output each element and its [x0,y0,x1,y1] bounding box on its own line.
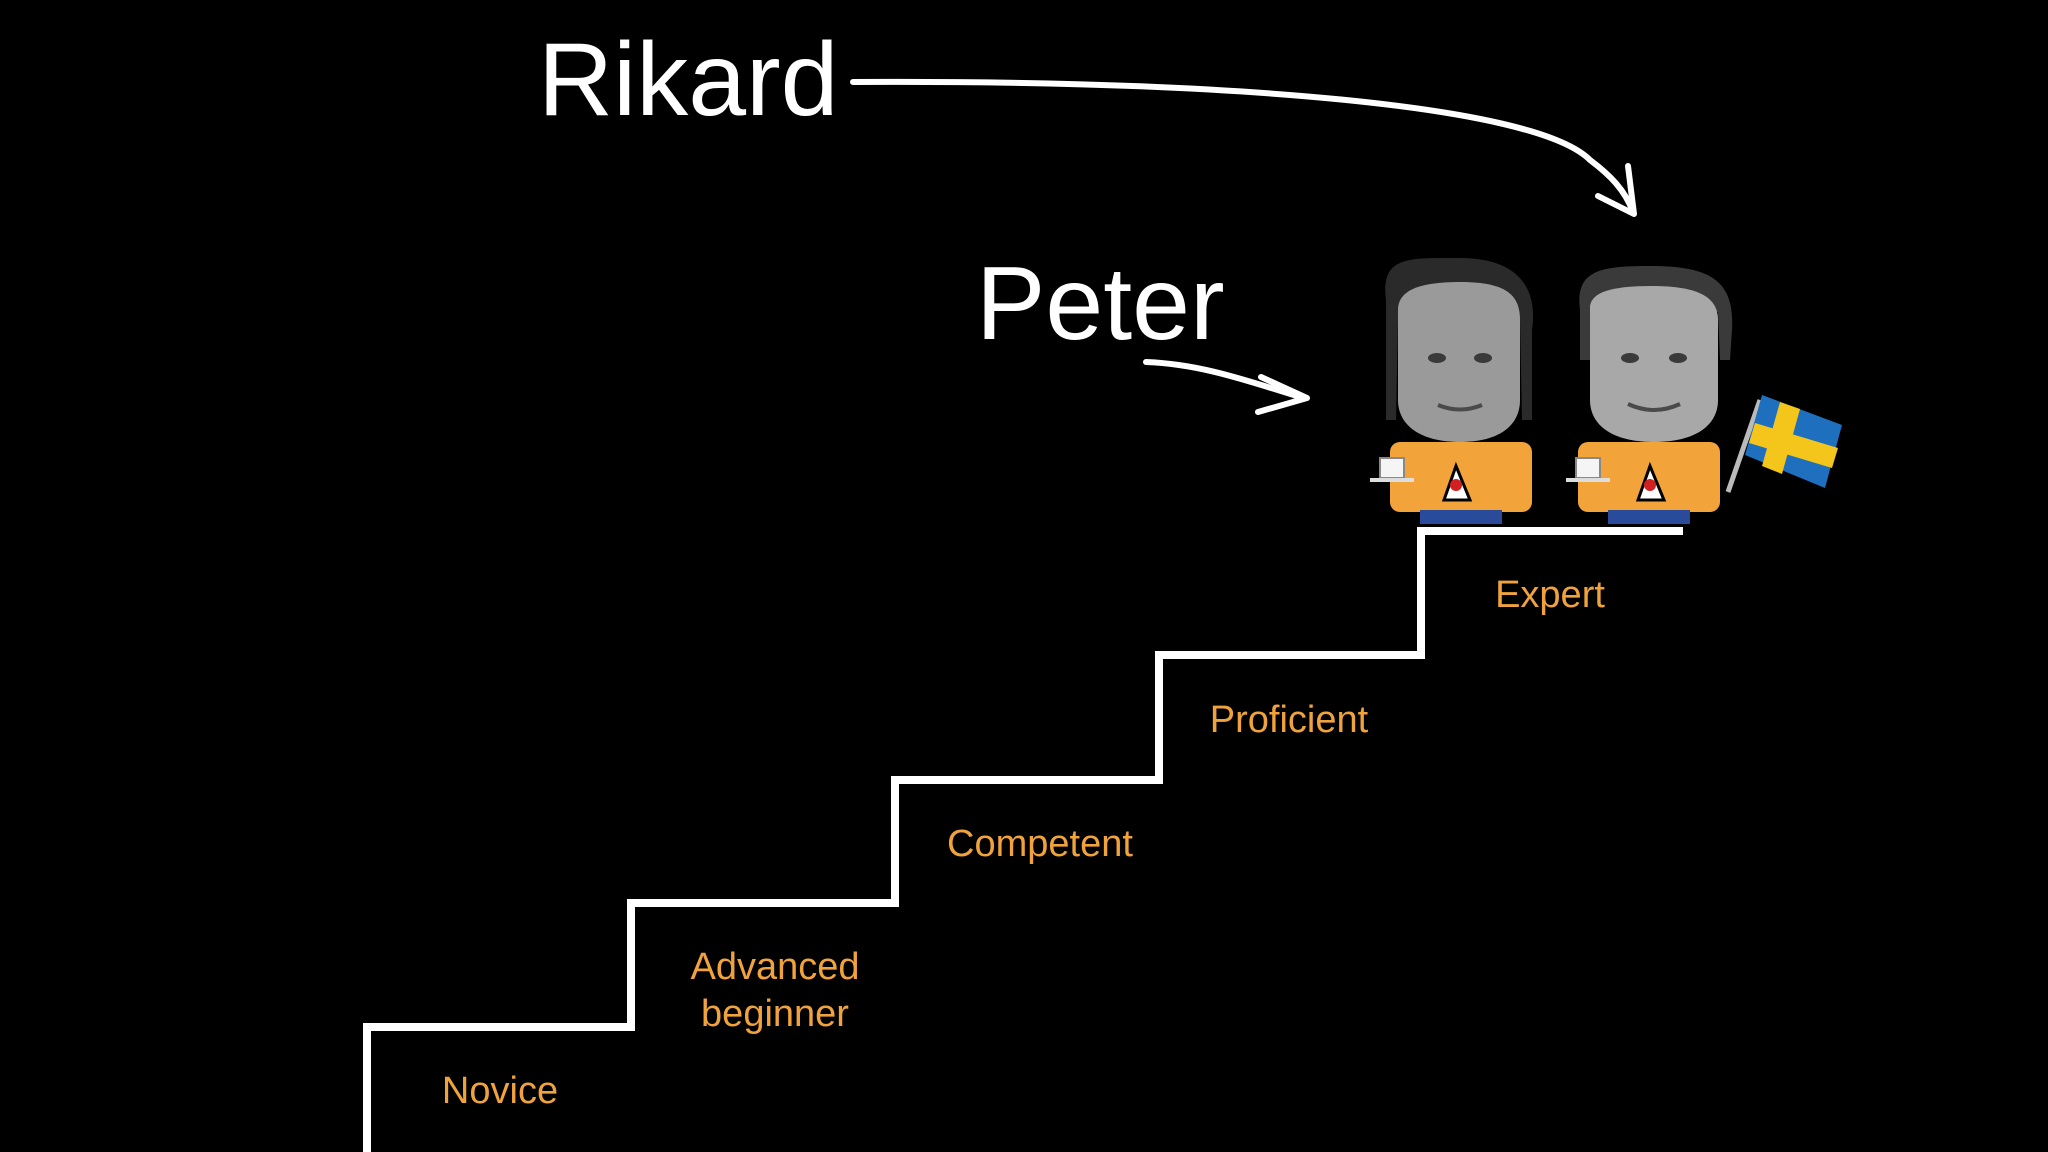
rikard-mouth [1627,402,1681,412]
rikard-eye-right [1669,353,1687,363]
peter-eye-right [1474,353,1492,363]
peter-mouth [1437,403,1483,412]
peter-label: Peter [976,246,1225,362]
step-label-proficient: Proficient [1209,699,1369,741]
swedish-flag-icon [1725,395,1842,493]
coffee-cup-icon [1566,457,1610,482]
rikard-arrow [850,78,1636,215]
rikard-label: Rikard [538,22,839,138]
peter-arrow [1143,359,1303,400]
java-duke-logo-icon [1441,461,1473,502]
peter-face [1398,282,1520,442]
rikard-figure [1566,266,1733,524]
peter-eye-left [1428,353,1446,363]
step-label-advanced-line1: Advanced [690,946,860,988]
java-duke-logo-icon [1635,461,1667,502]
peter-pants [1420,510,1502,524]
peter-arrowhead [1255,374,1310,415]
rikard-face [1590,286,1718,442]
step-label-advanced-line2: beginner [701,993,849,1035]
staircase-line [363,527,1683,1152]
rikard-arrowhead [1595,163,1637,217]
peter-figure [1370,257,1534,524]
coffee-cup-icon [1370,457,1414,482]
step-label-competent: Competent [947,823,1133,865]
step-label-advanced-beginner: Advanced beginner [660,944,890,1038]
step-label-expert: Expert [1495,574,1605,616]
rikard-eye-left [1621,353,1639,363]
step-label-novice: Novice [441,1070,559,1112]
rikard-pants [1608,510,1690,524]
